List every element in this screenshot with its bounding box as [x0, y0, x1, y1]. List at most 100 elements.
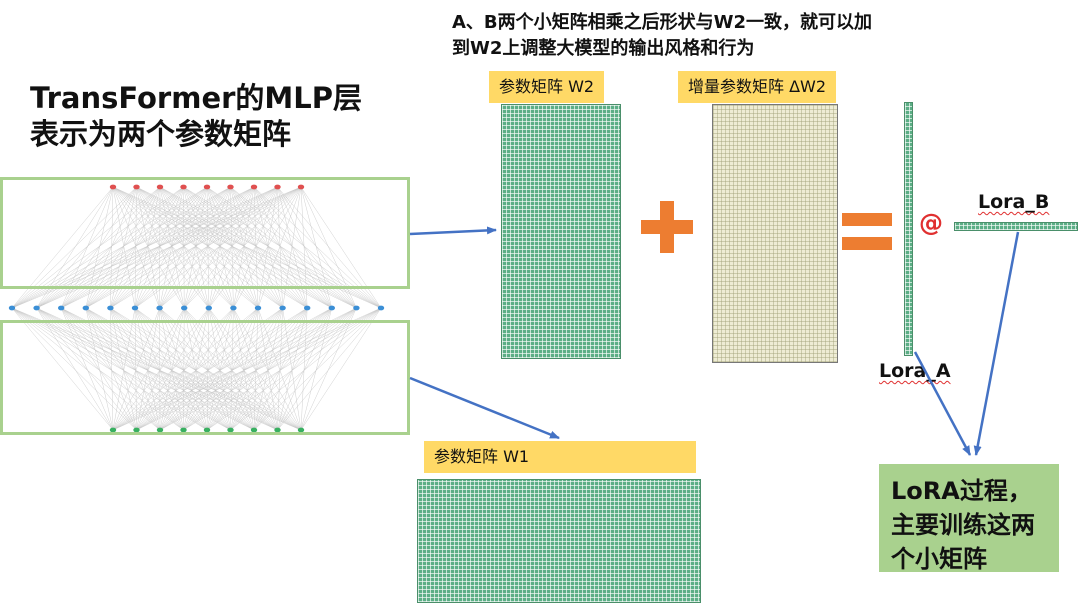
plus-icon-vertical	[660, 201, 674, 253]
mlp-output-node	[297, 184, 305, 190]
mlp-edge	[184, 307, 302, 431]
mlp-output-node	[250, 184, 258, 190]
mlp-edge	[11, 307, 208, 431]
mlp-edge	[85, 307, 302, 431]
lora-summary-line1: LoRA过程，	[891, 477, 1032, 505]
mlp-edge	[159, 307, 231, 431]
delta-w2-label: 增量参数矩阵 ΔW2	[678, 71, 837, 103]
mlp-edge	[136, 307, 259, 431]
top-note-line2: 到W2上调整大模型的输出风格和行为	[452, 38, 755, 59]
mlp-hidden-node	[156, 305, 163, 311]
mlp-edge	[134, 307, 161, 431]
mlp-output-node	[203, 184, 211, 190]
mlp-edge	[61, 307, 184, 431]
lora-b-matrix	[954, 222, 1078, 231]
mlp-edge	[208, 307, 231, 431]
lora-b-label: Lora_B	[978, 191, 1050, 213]
mlp-edge	[300, 307, 332, 431]
mlp-edge	[85, 307, 184, 431]
mlp-input-node	[297, 427, 305, 433]
mlp-input-node	[203, 427, 211, 433]
mlp-edge	[206, 307, 332, 431]
mlp-edge	[159, 307, 234, 431]
mlp-edge	[208, 307, 255, 431]
mlp-edge	[183, 307, 209, 431]
mlp-edge	[112, 307, 209, 431]
mlp-edge	[257, 307, 302, 431]
mlp-edge	[136, 307, 234, 431]
mlp-edge	[233, 307, 278, 431]
mlp-edge	[110, 307, 231, 431]
mlp-edge	[112, 307, 234, 431]
mlp-edge	[300, 307, 357, 431]
mlp-edge	[85, 307, 208, 431]
lora-summary-box: LoRA过程， 主要训练这两 个小矩阵	[879, 464, 1059, 573]
mlp-edge	[61, 307, 161, 431]
mlp-edge	[11, 307, 278, 431]
mlp-edge	[110, 307, 114, 431]
mlp-output-node	[274, 184, 281, 190]
equals-icon-top	[842, 213, 892, 226]
mlp-hidden-node	[33, 305, 40, 311]
top-note-line1: A、B两个小矩阵相乘之后形状与W2一致，就可以加	[452, 12, 873, 33]
mlp-edge	[233, 307, 255, 431]
mlp-edge	[277, 307, 357, 431]
mlp-edge	[230, 307, 308, 431]
mlp-edge	[159, 307, 255, 431]
mlp-edge	[110, 307, 208, 431]
mlp-edge	[11, 307, 302, 431]
lora-a-matrix	[904, 102, 913, 356]
mlp-edge	[183, 307, 308, 431]
mlp-output-node	[133, 184, 140, 190]
mlp-edge	[136, 307, 308, 431]
mlp-edge	[253, 307, 357, 431]
mlp-edge	[206, 307, 234, 431]
mlp-hidden-node	[8, 305, 16, 311]
mlp-edge	[206, 307, 357, 431]
main-title-line2: 表示为两个参数矩阵	[30, 117, 292, 151]
mlp-edge	[85, 307, 161, 431]
mlp-edge	[110, 307, 255, 431]
mlp-edge	[112, 307, 136, 431]
mlp-edge	[230, 307, 283, 431]
mlp-edge	[36, 307, 208, 431]
mlp-edge	[85, 307, 114, 431]
mlp-edge	[277, 307, 382, 431]
mlp-hidden-node	[304, 305, 311, 311]
delta-w2-matrix	[712, 104, 838, 363]
arrow-lora-a-to-summary	[913, 351, 972, 456]
mlp-edge	[183, 307, 332, 431]
mlp-edge	[134, 307, 302, 431]
mlp-nodes	[8, 184, 385, 433]
mlp-edge	[112, 307, 259, 431]
mlp-input-node	[109, 427, 117, 433]
mlp-input-node	[227, 427, 234, 433]
mlp-edge	[134, 307, 231, 431]
mlp-hidden-node	[107, 305, 114, 311]
mlp-edge	[183, 307, 283, 431]
mlp-edge	[36, 307, 114, 431]
mlp-edge	[11, 307, 184, 431]
mlp-edge	[230, 307, 234, 431]
mlp-input-node	[250, 427, 258, 433]
mlp-edge	[11, 307, 161, 431]
mlp-edge	[136, 307, 185, 431]
mlp-edge	[112, 307, 160, 431]
mlp-edge	[183, 307, 259, 431]
mlp-edge	[11, 307, 137, 431]
mlp-edge	[230, 307, 259, 431]
mlp-edge	[112, 307, 357, 431]
mlp-edge	[112, 307, 283, 431]
mlp-edge	[11, 307, 255, 431]
mlp-edge	[36, 307, 231, 431]
mlp-edge	[257, 307, 278, 431]
mlp-edge	[61, 307, 255, 431]
w1-label: 参数矩阵 W1	[424, 441, 696, 473]
mlp-edge	[134, 307, 208, 431]
mlp-input-node	[274, 427, 281, 433]
mlp-edge	[110, 307, 161, 431]
mlp-edge	[36, 307, 184, 431]
mlp-edge	[184, 307, 208, 431]
mlp-input-node	[133, 427, 140, 433]
mlp-edge	[11, 307, 114, 431]
